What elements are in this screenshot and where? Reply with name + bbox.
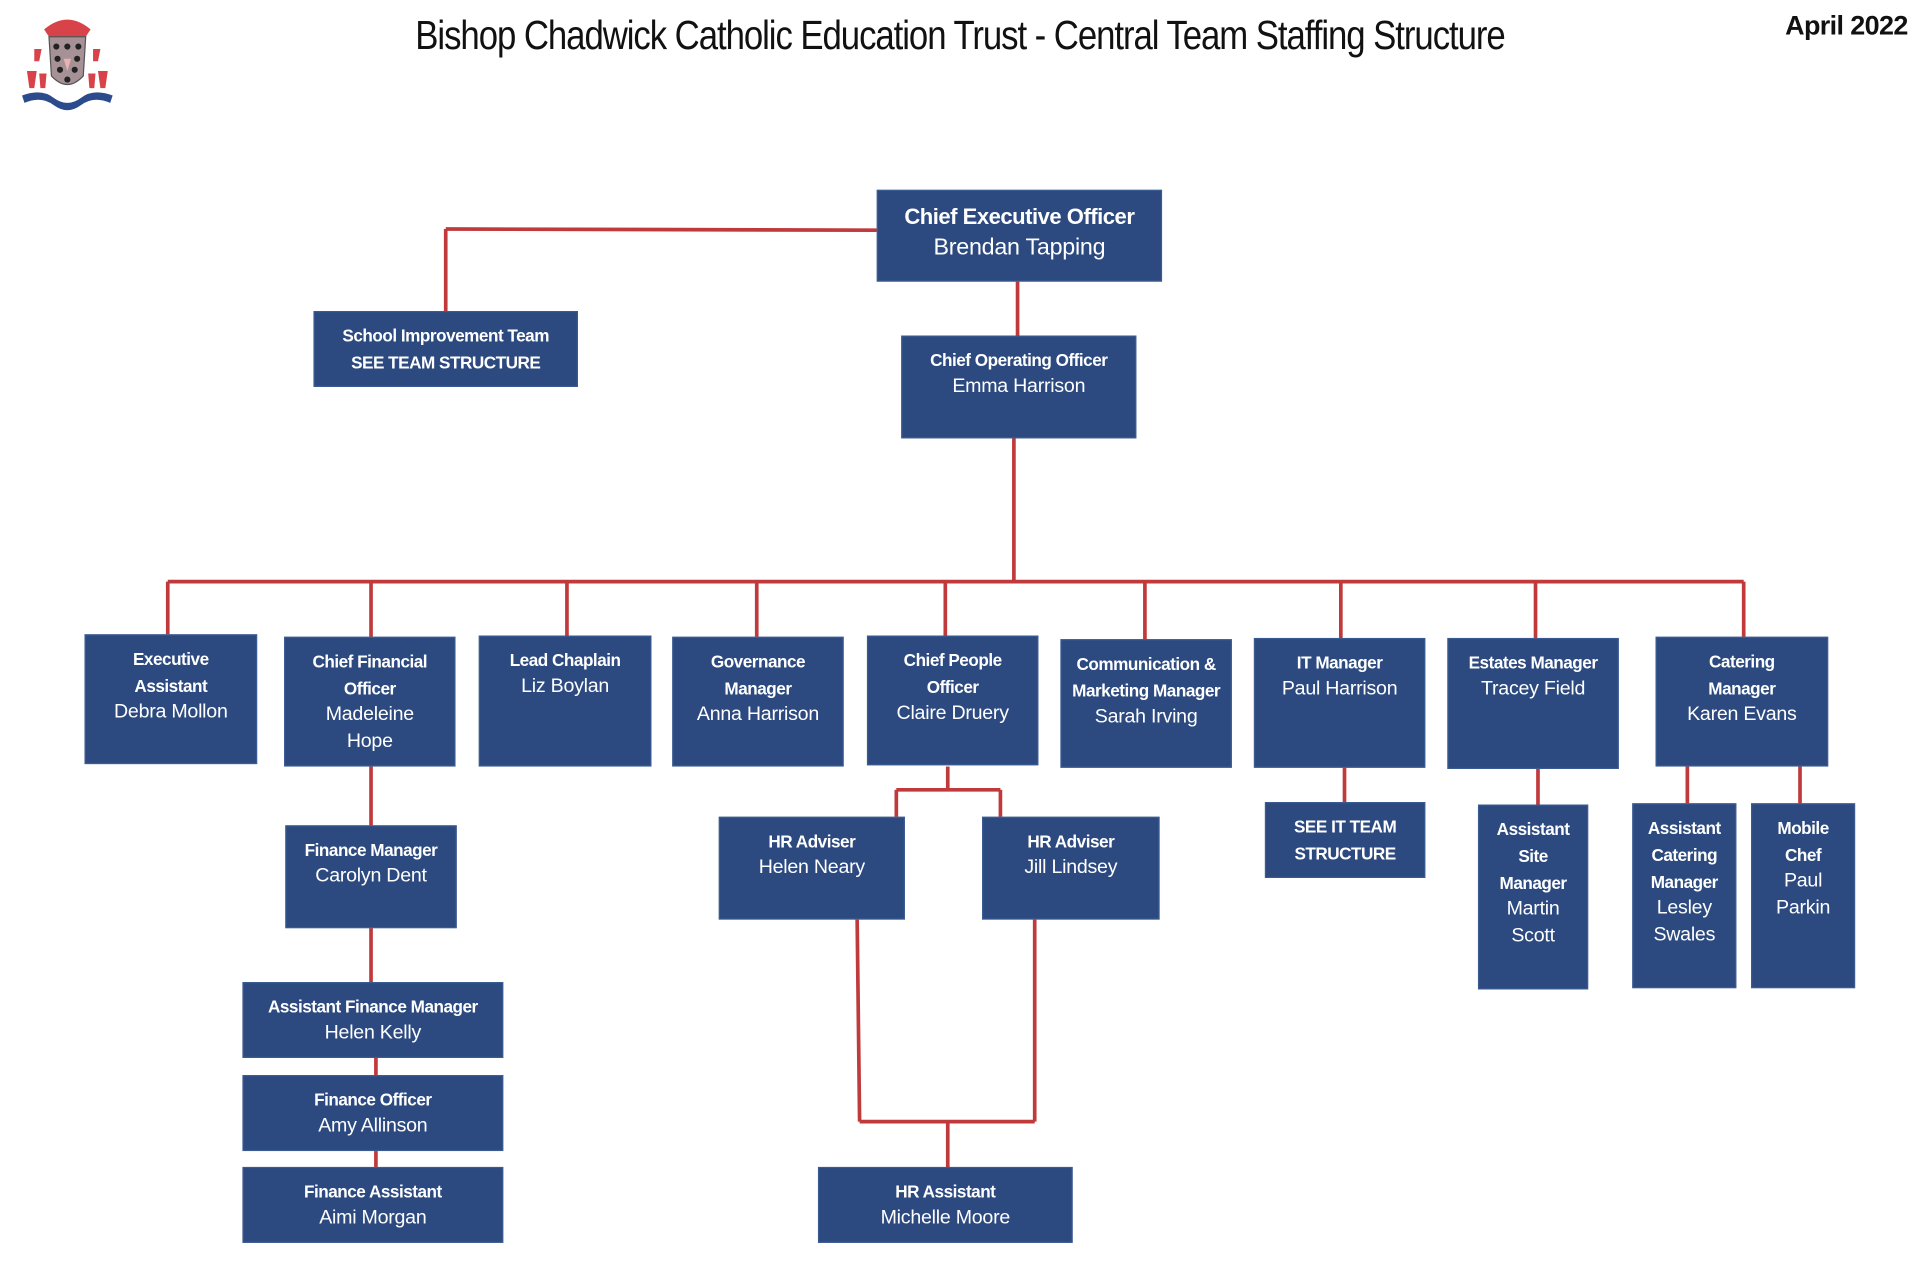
role-holder-name: Helen Neary (758, 857, 865, 878)
role-holder-name: Sarah Irving (1094, 706, 1198, 728)
role-holder-name: Paul Harrison (1281, 678, 1398, 700)
role-title: Finance Manager (304, 840, 438, 860)
role-title: Lead Chaplain (509, 650, 621, 670)
connector-line (445, 227, 877, 233)
role-holder-name: Brendan Tapping (933, 235, 1106, 261)
role-holder-name: Martin Scott (1506, 898, 1560, 947)
role-holder-name: Michelle Moore (880, 1207, 1011, 1229)
role-title: Assistant Catering Manager (1647, 817, 1721, 892)
role-box-itt: SEE IT TEAM STRUCTURE (1264, 802, 1426, 878)
role-title: Finance Assistant (303, 1181, 442, 1202)
role-box-sit: School Improvement Team SEE TEAM STRUCTU… (313, 311, 578, 387)
date-label: April 2022 (1785, 9, 1908, 41)
role-holder-name: Amy Allinson (318, 1115, 428, 1137)
trust-crest-logo (22, 19, 113, 111)
role-title: Assistant Site Manager (1496, 819, 1570, 893)
role-title: Chief Executive Officer (904, 204, 1135, 229)
role-holder-name: Debra Mollon (114, 701, 228, 723)
role-title: School Improvement Team SEE TEAM STRUCTU… (342, 325, 549, 373)
role-title: Chief People Officer (903, 650, 1002, 697)
role-title: Estates Manager (1468, 652, 1598, 673)
role-title: SEE IT TEAM STRUCTURE (1293, 816, 1397, 864)
role-holder-name: Carolyn Dent (315, 865, 427, 887)
role-holder-name: Madeleine Hope (325, 704, 414, 752)
role-title: IT Manager (1296, 652, 1383, 673)
role-holder-name: Paul Parkin (1776, 870, 1831, 919)
role-title: Executive Assistant (132, 648, 209, 696)
role-title: Communication & Marketing Manager (1072, 653, 1221, 701)
role-title: Assistant Finance Manager (267, 996, 478, 1017)
role-holder-name: Aimi Morgan (319, 1207, 427, 1229)
role-holder-name: Claire Druery (896, 702, 1009, 724)
role-title: Mobile Chef (1777, 817, 1829, 865)
role-holder-name: Anna Harrison (696, 704, 819, 725)
role-holder-name: Tracey Field (1481, 678, 1586, 700)
role-title: Catering Manager (1708, 651, 1776, 698)
role-title: HR Assistant (895, 1181, 996, 1202)
role-title: Finance Officer (314, 1089, 432, 1110)
role-title: Chief Operating Officer (930, 350, 1108, 370)
role-holder-name: Helen Kelly (324, 1022, 422, 1044)
page-title: Bishop Chadwick Catholic Education Trust… (415, 12, 1505, 58)
role-holder-name: Emma Harrison (952, 375, 1086, 397)
role-title: Governance Manager (710, 651, 806, 698)
role-title: HR Adviser (1027, 831, 1115, 852)
role-holder-name: Liz Boylan (521, 675, 610, 697)
connector-line (855, 919, 862, 1122)
role-holder-name: Jill Lindsey (1024, 857, 1118, 878)
role-holder-name: Karen Evans (1687, 704, 1797, 725)
role-holder-name: Lesley Swales (1653, 897, 1716, 946)
role-title: HR Adviser (768, 831, 856, 852)
role-title: Chief Financial Officer (312, 651, 428, 698)
